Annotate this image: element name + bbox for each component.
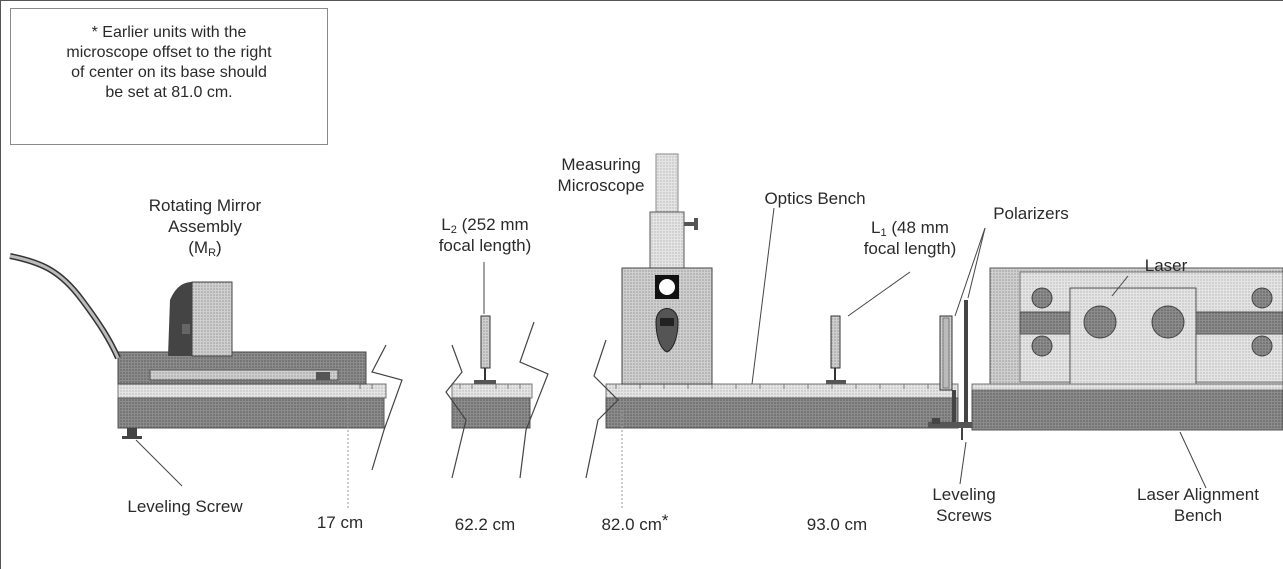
label-line: Microscope xyxy=(557,176,645,195)
asterisk-mark: * xyxy=(661,511,669,530)
note-line: be set at 81.0 cm. xyxy=(105,84,233,101)
position-17cm: 17 cm xyxy=(316,513,364,532)
label-line: Laser Alignment xyxy=(1137,485,1259,504)
label-line: Measuring xyxy=(561,155,641,174)
label-line: Leveling xyxy=(932,485,996,504)
optics-bench xyxy=(117,321,959,510)
leveling-screw-label: Leveling Screw xyxy=(127,497,243,516)
label-subscript: 2 xyxy=(450,224,457,236)
label-line: Rotating Mirror xyxy=(148,196,262,215)
polarizers-label: Polarizers xyxy=(993,204,1069,223)
rotating-mirror-label: Rotating Mirror Assembly (MR) xyxy=(122,195,288,259)
note-line: microscope offset to the right xyxy=(66,44,272,61)
position-text: 82.0 cm xyxy=(601,515,662,534)
leveling-screws-label: Leveling Screws xyxy=(914,484,1014,526)
position-82-0cm: 82.0 cm* xyxy=(580,510,690,535)
laser-bench-label: Laser Alignment Bench xyxy=(1118,484,1278,526)
leader-lines xyxy=(135,207,1207,489)
label-subscript: 1 xyxy=(880,227,887,239)
label-subscript: R xyxy=(208,247,217,259)
label-line: L1 (48 mm xyxy=(840,217,980,239)
label-line: L2 (252 mm xyxy=(410,214,560,236)
label-line: Assembly xyxy=(168,217,242,236)
microscope-label: Measuring Microscope xyxy=(546,154,656,196)
laser-label: Laser xyxy=(1144,256,1188,275)
lens-l1 xyxy=(826,315,846,384)
note-line: of center on its base should xyxy=(71,64,267,81)
laser xyxy=(971,267,1283,431)
note-box: * Earlier units with the microscope offs… xyxy=(10,8,328,145)
label-text: L xyxy=(441,215,451,234)
rotating-mirror-assembly xyxy=(9,253,367,439)
lens-l2 xyxy=(474,315,496,384)
label-text: (M xyxy=(188,238,209,257)
optics-bench-label: Optics Bench xyxy=(764,189,866,208)
lens-l2-label: L2 (252 mm focal length) xyxy=(410,214,560,256)
label-text: (252 mm xyxy=(456,215,529,234)
label-line: (MR) xyxy=(122,237,288,259)
label-line: Bench xyxy=(1173,506,1223,525)
measuring-microscope xyxy=(621,153,713,385)
note-line: * Earlier units with the xyxy=(91,24,247,41)
label-text: (48 mm xyxy=(886,218,949,237)
lens-l1-label: L1 (48 mm focal length) xyxy=(840,217,980,259)
label-line: focal length) xyxy=(863,239,957,258)
position-62-2cm: 62.2 cm xyxy=(454,515,516,534)
label-line: Screws xyxy=(936,506,992,525)
label-line: focal length) xyxy=(438,236,532,255)
label-text: L xyxy=(871,218,881,237)
position-93-0cm: 93.0 cm xyxy=(806,515,868,534)
label-text: ) xyxy=(216,238,222,257)
